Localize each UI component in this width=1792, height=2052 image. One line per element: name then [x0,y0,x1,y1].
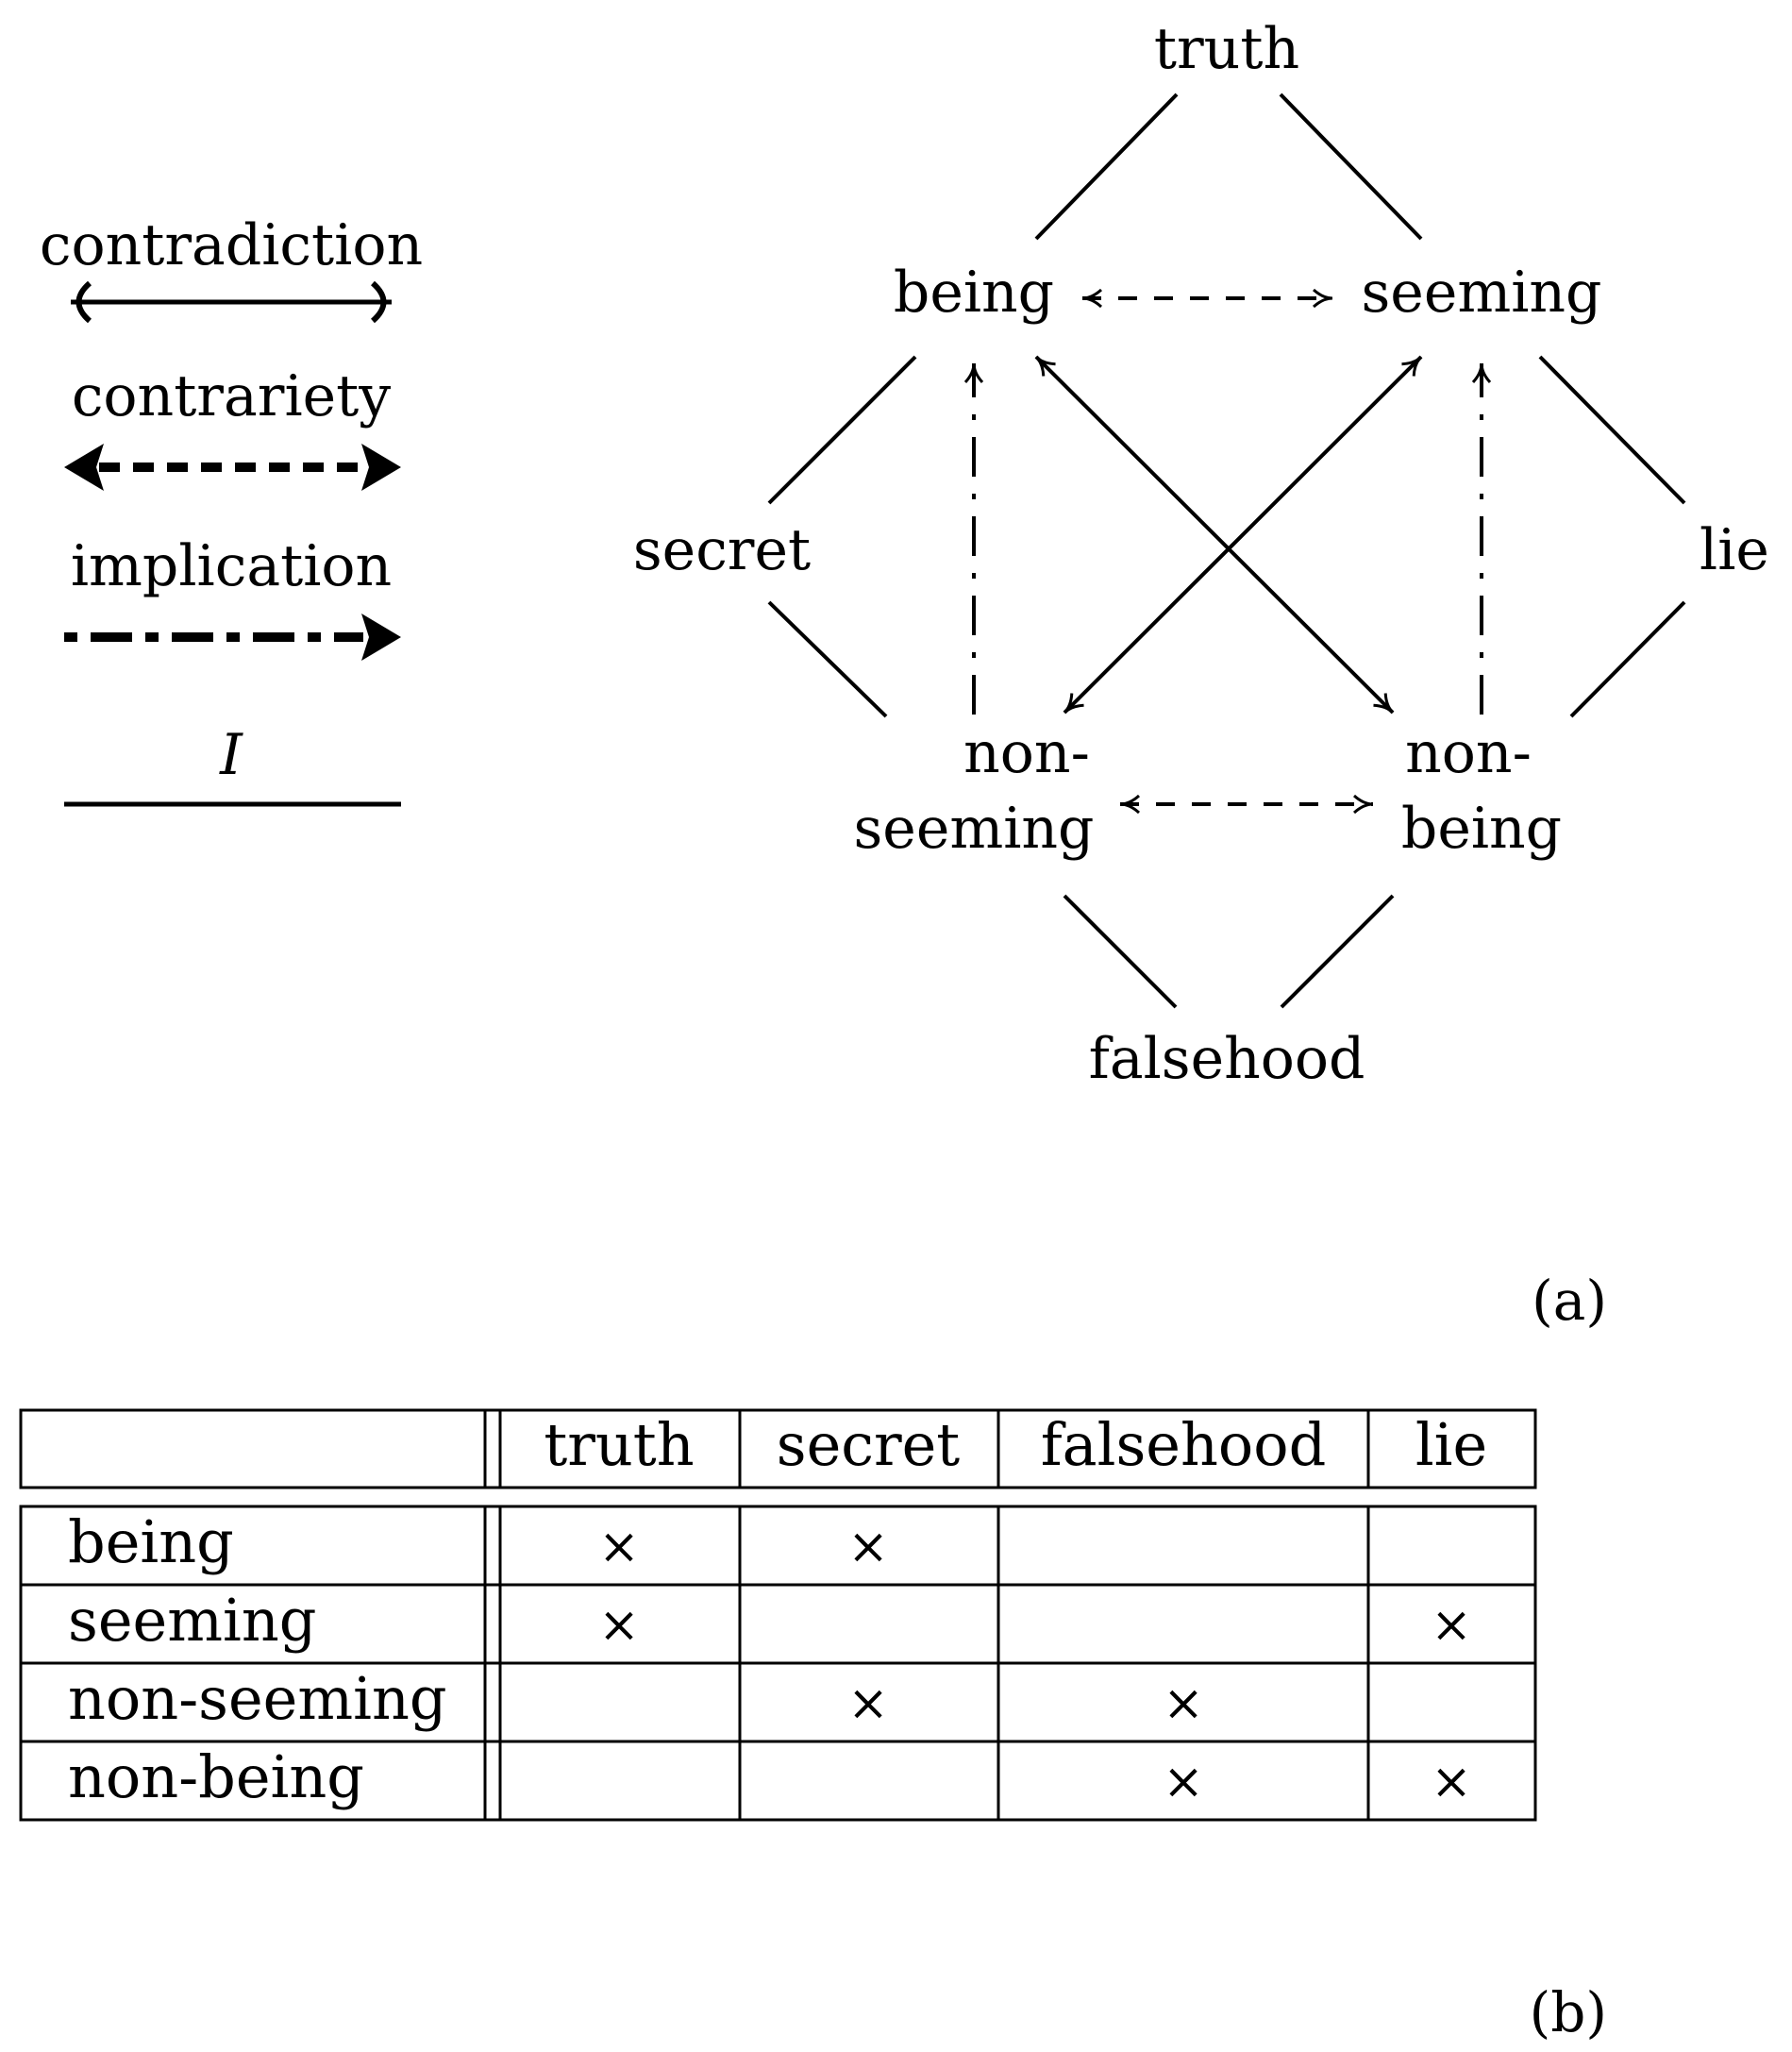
legend-implication-arrow [64,614,401,661]
node-non-seeming-line1: non- [963,720,1090,786]
table-text: truth secret falsehood lie being × × seeming × × n… [68,1410,1487,1811]
line-nonseeming-falsehood [1063,894,1178,1009]
panel-label-b: (b) [1530,1980,1607,2044]
line-truth-seeming [1279,93,1423,241]
legend-contrariety-label: contrariety [72,363,391,429]
table-cell-mark: × [1163,1675,1204,1732]
line-lie-nonbeing [1569,600,1686,718]
table-header-lie: lie [1415,1410,1487,1479]
line-being-secret [767,355,917,505]
table-row-label-being: being [68,1507,234,1576]
contradiction-being-nonbeing [1034,355,1395,715]
legend-identity-label: I [219,722,243,788]
table-row-label-non-being: non-being [68,1742,364,1811]
table-header-box [19,1408,1537,1489]
node-being: being [894,260,1054,326]
table-header-truth: truth [544,1410,694,1479]
legend-implication-label: implication [71,533,392,599]
panel-label-a: (a) [1532,1269,1607,1333]
contradiction-seeming-nonseeming [1063,355,1423,715]
node-falsehood: falsehood [1089,1026,1365,1092]
node-truth: truth [1154,16,1299,82]
line-truth-being [1034,93,1179,241]
diagram-arrows [963,288,1492,815]
node-secret: secret [633,517,811,583]
table-cell-mark: × [847,1519,889,1575]
identity-lines [767,93,1686,1009]
node-non-being-line1: non- [1405,720,1532,786]
node-lie: lie [1700,517,1769,583]
table-cell-mark: × [598,1597,640,1654]
table-cell-mark: × [1431,1597,1472,1654]
table-cell-mark: × [598,1519,640,1575]
table-cell-mark: × [1431,1754,1472,1810]
node-non-being-line2: being [1401,796,1562,862]
line-seeming-lie [1538,355,1686,505]
legend: contradiction contrariety implication I [40,212,423,807]
table-row-label-seeming: seeming [68,1586,316,1655]
line-nonbeing-falsehood [1280,894,1395,1009]
table-header-secret: secret [777,1410,961,1479]
diagram-nodes: truth being seeming secret lie non- seem… [633,16,1769,1092]
legend-contradiction-arrow [71,280,392,324]
node-seeming: seeming [1362,260,1602,326]
table-header-falsehood: falsehood [1041,1410,1327,1479]
table-cell-mark: × [1163,1754,1204,1810]
table-borders [19,1408,1537,1822]
line-secret-nonseeming [767,600,888,718]
relation-table: truth secret falsehood lie being × × seeming × × n… [19,1408,1537,1822]
table-cell-mark: × [847,1675,889,1732]
table-row-label-non-seeming: non-seeming [68,1664,447,1733]
legend-contrariety-arrow [64,444,401,491]
node-non-seeming-line2: seeming [854,796,1095,862]
legend-contradiction-label: contradiction [40,212,423,278]
